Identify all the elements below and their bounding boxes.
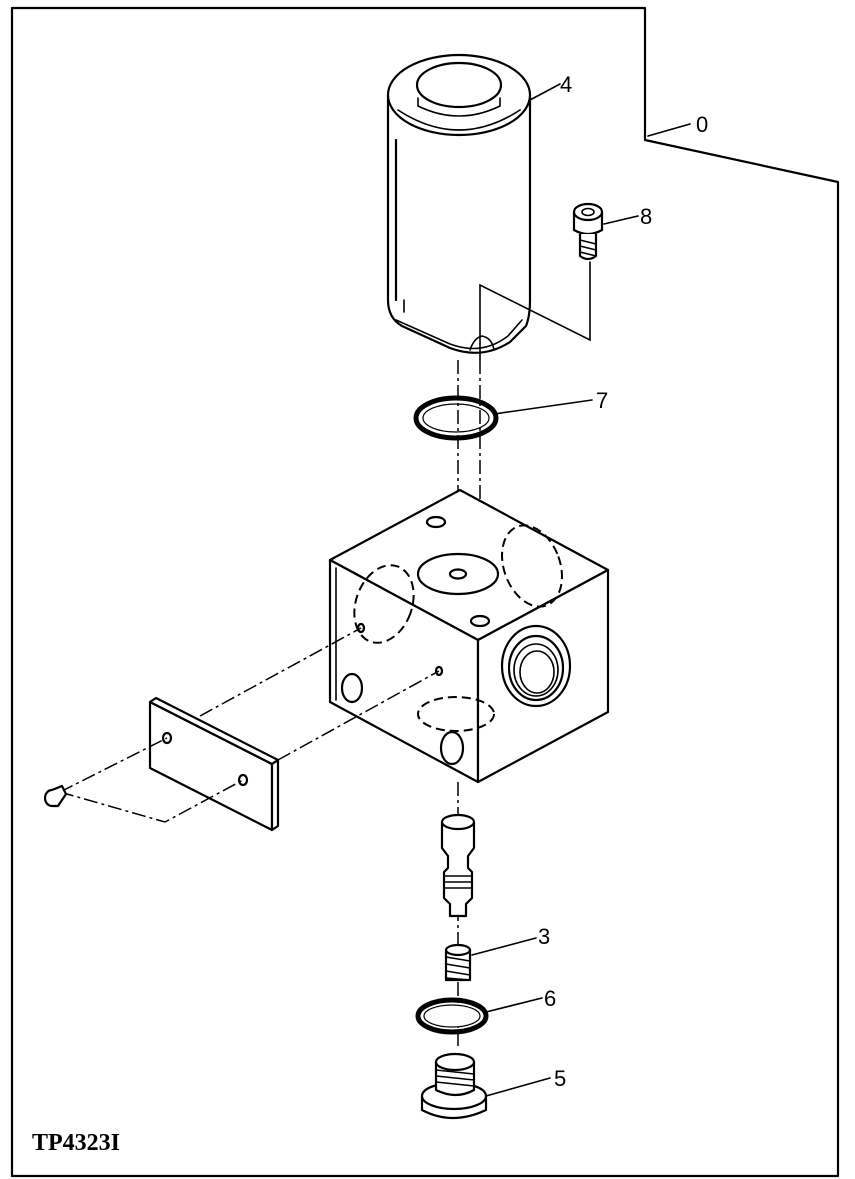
solenoid-coil: [386, 53, 532, 354]
spring: [444, 943, 472, 982]
plate-screw: [43, 784, 68, 808]
leader-line-6: [485, 997, 543, 1013]
callout-0: 0: [696, 112, 708, 137]
callout-8: 8: [640, 204, 652, 229]
leader-line-3: [471, 937, 537, 956]
callout-7: 7: [596, 388, 608, 413]
cover-plate: [148, 696, 280, 832]
leader-line-8: [603, 215, 639, 225]
valve-manifold-block: [328, 488, 610, 784]
figure-id: TP4323I: [32, 1130, 120, 1156]
plate-screw-line: [59, 737, 244, 823]
plate-alignment-line-lower: [277, 670, 440, 761]
leader-line-7: [493, 399, 593, 415]
cap-screw: [572, 202, 604, 261]
plate-alignment-line-upper: [199, 627, 362, 717]
callout-5: 5: [554, 1066, 566, 1091]
callout-6: 6: [544, 986, 556, 1011]
callout-4: 4: [560, 72, 572, 97]
plug: [420, 1052, 488, 1120]
leader-line-4: [529, 83, 561, 101]
o-ring-lower: [415, 997, 489, 1035]
callout-3: 3: [538, 924, 550, 949]
leader-line-5: [485, 1077, 551, 1097]
screw-mounting-plane: [479, 261, 591, 361]
o-ring-upper: [413, 395, 499, 441]
valve-spool: [440, 813, 476, 918]
leader-line-0: [647, 123, 691, 137]
assembly-boundary: [10, 6, 840, 1178]
